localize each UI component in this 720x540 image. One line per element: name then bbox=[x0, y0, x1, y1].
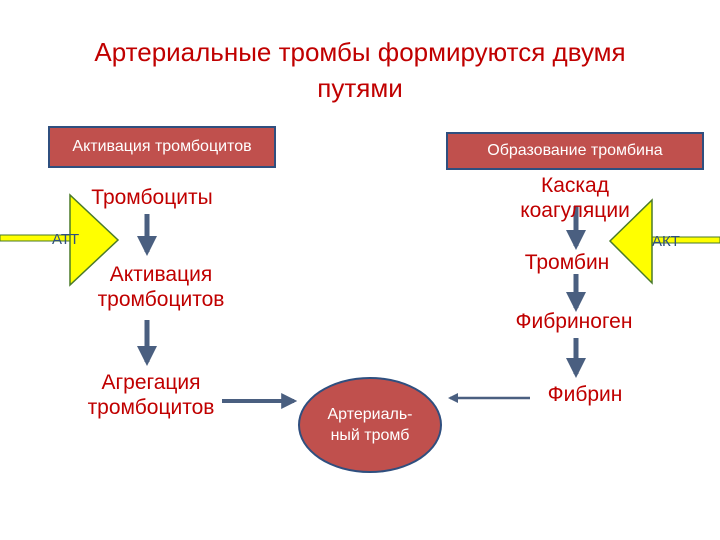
node-platelet-activation: Активация тромбоцитов bbox=[97, 263, 225, 311]
akt-label: АКТ bbox=[652, 233, 680, 250]
arterial-thrombus-node: Артериаль-ный тромб bbox=[298, 377, 442, 473]
node-thrombin: Тромбин bbox=[524, 251, 610, 274]
akt-triangle bbox=[608, 198, 653, 285]
node-fibrin: Фибрин bbox=[547, 383, 623, 406]
node-platelets: Тромбоциты bbox=[91, 186, 213, 209]
arterial-thrombus-label: Артериаль-ный тромб bbox=[327, 406, 413, 444]
right-header-box: Образование тромбина bbox=[446, 132, 704, 170]
node-platelet-aggregation: Агрегация тромбоцитов bbox=[87, 371, 215, 419]
node-fibrinogen: Фибриноген bbox=[515, 310, 633, 333]
node-coagulation-cascade: Каскад коагуляции bbox=[520, 174, 630, 222]
att-triangle bbox=[69, 193, 120, 287]
page-title: Артериальные тромбы формируются двумя пу… bbox=[94, 37, 626, 103]
left-header-box: Активация тромбоцитов bbox=[48, 126, 276, 168]
att-label: АТТ bbox=[52, 231, 80, 248]
